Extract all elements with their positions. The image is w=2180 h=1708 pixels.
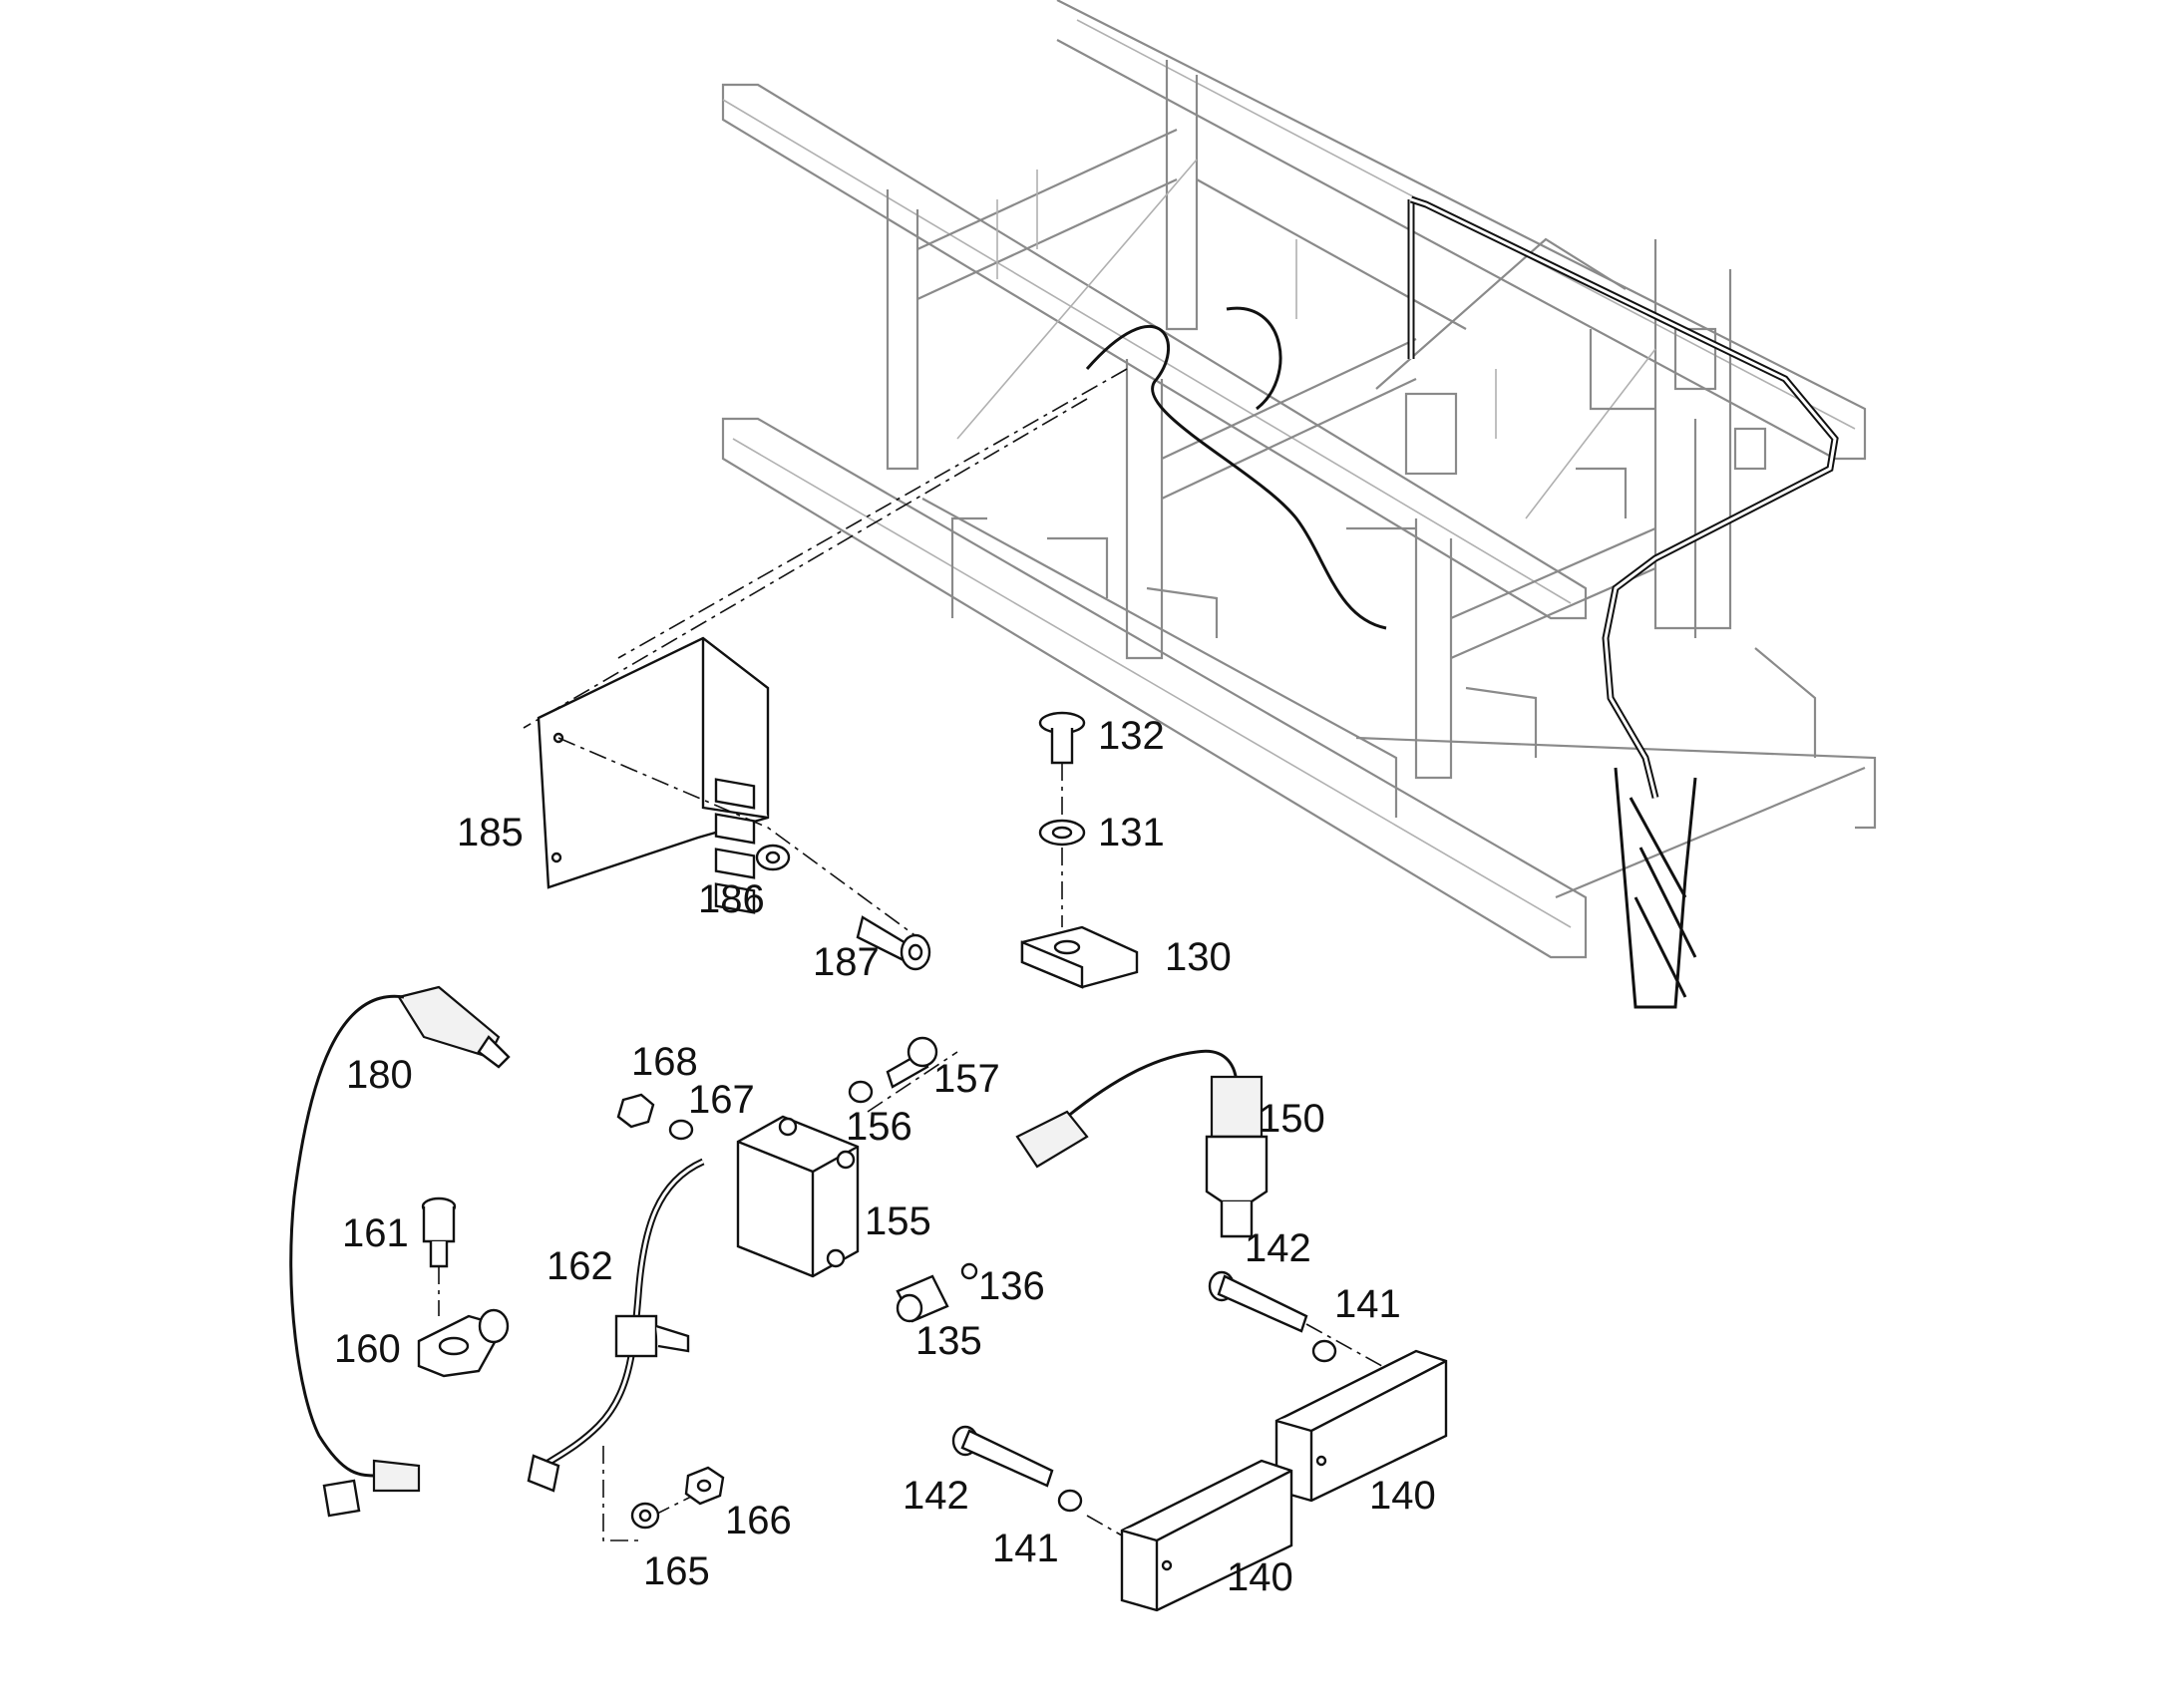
callout-140-rear[interactable]: 140 [1369,1474,1436,1518]
cable-162 [527,1158,705,1493]
frame-wiring-harness [1085,195,1839,1009]
callout-161[interactable]: 161 [342,1211,409,1255]
washer-141-upper [1311,1339,1337,1363]
callout-180[interactable]: 180 [346,1053,413,1097]
callout-165[interactable]: 165 [643,1549,710,1593]
callout-141-upper[interactable]: 141 [1334,1282,1401,1326]
washer-165 [630,1502,660,1530]
washer-131 [1038,819,1086,847]
washer-141-lower [1057,1489,1083,1513]
callout-141-lower[interactable]: 141 [992,1527,1059,1570]
callout-130[interactable]: 130 [1165,935,1232,979]
chassis-frame [721,0,1877,959]
mounting-bracket-185 [537,636,918,938]
callout-135[interactable]: 135 [915,1319,982,1363]
sensor-150 [1015,1049,1269,1238]
callout-166[interactable]: 166 [725,1499,792,1542]
leader-185-frame [617,368,1128,659]
callout-157[interactable]: 157 [933,1057,1000,1101]
bolt-187 [856,915,931,971]
callout-142-upper[interactable]: 142 [1245,1226,1311,1270]
callout-156[interactable]: 156 [846,1105,912,1149]
bolt-157 [886,1036,938,1089]
screw-132 [1038,711,1086,765]
callout-186[interactable]: 186 [698,877,765,921]
control-box-155 [736,1115,860,1278]
sensor-180 [289,985,511,1518]
callout-162[interactable]: 162 [546,1244,613,1288]
callout-167[interactable]: 167 [688,1078,755,1122]
screw-136 [960,1262,978,1280]
callout-132[interactable]: 132 [1098,714,1165,758]
connector-135 [896,1274,949,1323]
callout-140-front[interactable]: 140 [1227,1555,1293,1599]
bolt-142-lower [951,1425,1054,1488]
nut-168 [616,1093,655,1129]
washer-156 [848,1080,874,1104]
callout-185[interactable]: 185 [457,811,524,854]
callout-187[interactable]: 187 [813,940,880,984]
block-140-front [1120,1459,1293,1612]
callout-155[interactable]: 155 [865,1199,931,1243]
washer-186 [755,844,791,871]
bracket-160 [417,1308,510,1378]
nut-166 [684,1466,725,1506]
callout-168[interactable]: 168 [631,1040,698,1084]
screw-161 [421,1196,457,1268]
callout-150[interactable]: 150 [1259,1097,1325,1141]
callout-131[interactable]: 131 [1098,811,1165,854]
callout-142-lower[interactable]: 142 [903,1474,969,1518]
clamp-130 [1020,925,1139,989]
bolt-142-upper [1208,1270,1308,1333]
washer-167 [668,1119,694,1141]
callout-136[interactable]: 136 [978,1264,1045,1308]
callout-160[interactable]: 160 [334,1327,401,1371]
